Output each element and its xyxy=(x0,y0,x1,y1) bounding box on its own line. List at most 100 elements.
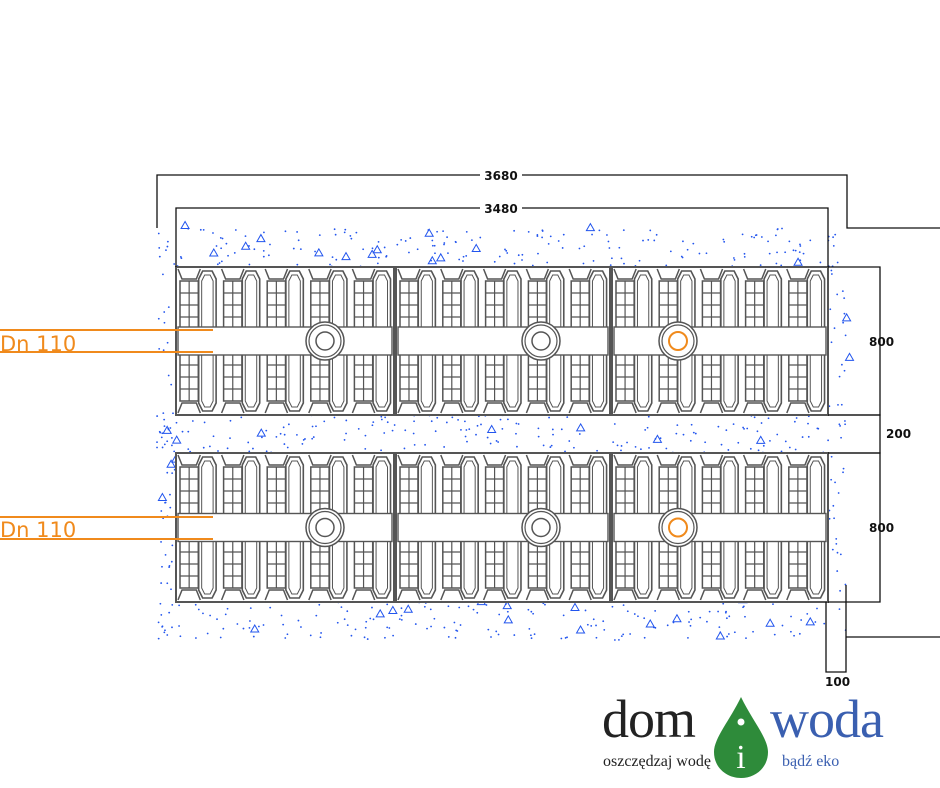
gravel-dot xyxy=(506,418,509,421)
gravel-dot xyxy=(642,239,644,242)
gravel-dot xyxy=(506,252,509,254)
gravel-dot xyxy=(689,439,692,442)
gravel-dot xyxy=(166,582,169,585)
gravel-dot xyxy=(798,632,801,635)
tank-rib xyxy=(241,270,261,412)
gravel-dot xyxy=(753,416,756,419)
gravel-dot xyxy=(380,418,383,421)
gravel-dot xyxy=(541,236,544,239)
gravel-dot xyxy=(404,429,407,432)
gravel-dot xyxy=(561,247,564,249)
gravel-dot xyxy=(160,614,163,616)
gravel-stone xyxy=(715,630,726,640)
gravel-dot xyxy=(163,321,166,324)
gravel-dot xyxy=(659,437,662,440)
gravel-dot xyxy=(780,264,783,267)
gravel-dot xyxy=(252,635,255,638)
gravel-dot xyxy=(480,423,482,426)
gravel-dot xyxy=(727,449,730,451)
gravel-dot xyxy=(793,634,795,637)
gravel-dot xyxy=(413,420,415,423)
gravel-dot xyxy=(551,428,554,431)
gravel-dot xyxy=(840,403,843,406)
gravel-dot xyxy=(158,247,161,249)
gravel-dot xyxy=(220,260,223,263)
gravel-stone xyxy=(249,624,260,633)
logo-tagline-right: bądź eko xyxy=(782,753,840,770)
gravel-dot xyxy=(350,237,353,240)
gravel-dot xyxy=(454,240,457,243)
gravel-dot xyxy=(343,439,346,441)
gravel-dot xyxy=(591,233,593,236)
gravel-dot xyxy=(620,449,622,452)
inspection-port-outer xyxy=(521,321,561,361)
gravel-dot xyxy=(166,440,169,443)
gravel-stone xyxy=(585,222,596,232)
gravel-dot xyxy=(187,448,190,451)
tank-rib xyxy=(197,270,217,412)
gravel-dot xyxy=(170,588,172,591)
gravel-dot xyxy=(412,432,415,435)
gravel-dot xyxy=(790,615,792,618)
gravel-dot xyxy=(168,566,171,568)
gravel-dot xyxy=(806,612,809,615)
gravel-dot xyxy=(219,236,222,239)
gravel-dot xyxy=(286,446,289,449)
gravel-dot xyxy=(279,432,282,435)
gravel-dot xyxy=(795,417,798,419)
grid-chamfer xyxy=(220,268,245,414)
gravel-stone xyxy=(805,616,816,626)
tank-rib xyxy=(241,456,261,599)
gravel-dot xyxy=(386,603,389,606)
tank-rib xyxy=(545,270,565,412)
gravel-dot xyxy=(465,230,468,233)
grid-chamfer xyxy=(264,268,289,414)
gravel-dot xyxy=(497,633,500,636)
gravel-dot xyxy=(844,334,847,337)
gravel-dot xyxy=(768,252,771,255)
gravel-dot xyxy=(364,447,367,450)
gravel-dot xyxy=(165,249,167,252)
gravel-dot xyxy=(592,618,595,621)
gravel-dot xyxy=(728,615,731,618)
tank-rib-inner xyxy=(201,274,214,408)
gravel-dot xyxy=(371,247,374,250)
gravel-dot xyxy=(840,436,842,439)
gravel-dot xyxy=(225,242,228,245)
gravel-dot xyxy=(838,608,841,611)
gravel-dot xyxy=(634,445,637,448)
gravel-dot xyxy=(749,447,752,450)
gravel-dot xyxy=(454,636,457,639)
gravel-dot xyxy=(637,615,639,618)
gravel-dot xyxy=(253,248,256,251)
gravel-dot xyxy=(647,415,650,418)
gravel-dot xyxy=(269,606,272,609)
gravel-dot xyxy=(443,242,446,244)
tank-rib-inner xyxy=(680,274,693,408)
gravel-dot xyxy=(297,239,300,242)
gravel-dot xyxy=(675,432,678,435)
gravel-dot xyxy=(830,269,833,272)
gravel-dot xyxy=(171,444,173,447)
grid-chamfer xyxy=(699,454,724,601)
gravel-dot xyxy=(157,232,160,235)
tank-module xyxy=(175,452,395,603)
gravel-dot xyxy=(807,435,810,438)
logo-word-dom: dom xyxy=(602,689,696,749)
gravel-dot xyxy=(833,327,836,330)
gravel-dot xyxy=(315,614,318,617)
gravel-dot xyxy=(725,429,728,432)
gravel-dot xyxy=(550,444,553,447)
gravel-dot xyxy=(403,447,406,450)
gravel-dot xyxy=(521,259,523,261)
gravel-dot xyxy=(501,427,504,430)
gravel-dot xyxy=(609,264,612,267)
dim-3680: 3680 xyxy=(484,169,517,183)
gravel-dot xyxy=(718,626,721,629)
gravel-dot xyxy=(157,621,160,624)
tank-rib xyxy=(806,270,826,412)
gravel-dot xyxy=(546,261,549,264)
gravel-dot xyxy=(386,626,389,629)
gravel-dot xyxy=(166,471,169,474)
gravel-dot xyxy=(224,613,227,616)
